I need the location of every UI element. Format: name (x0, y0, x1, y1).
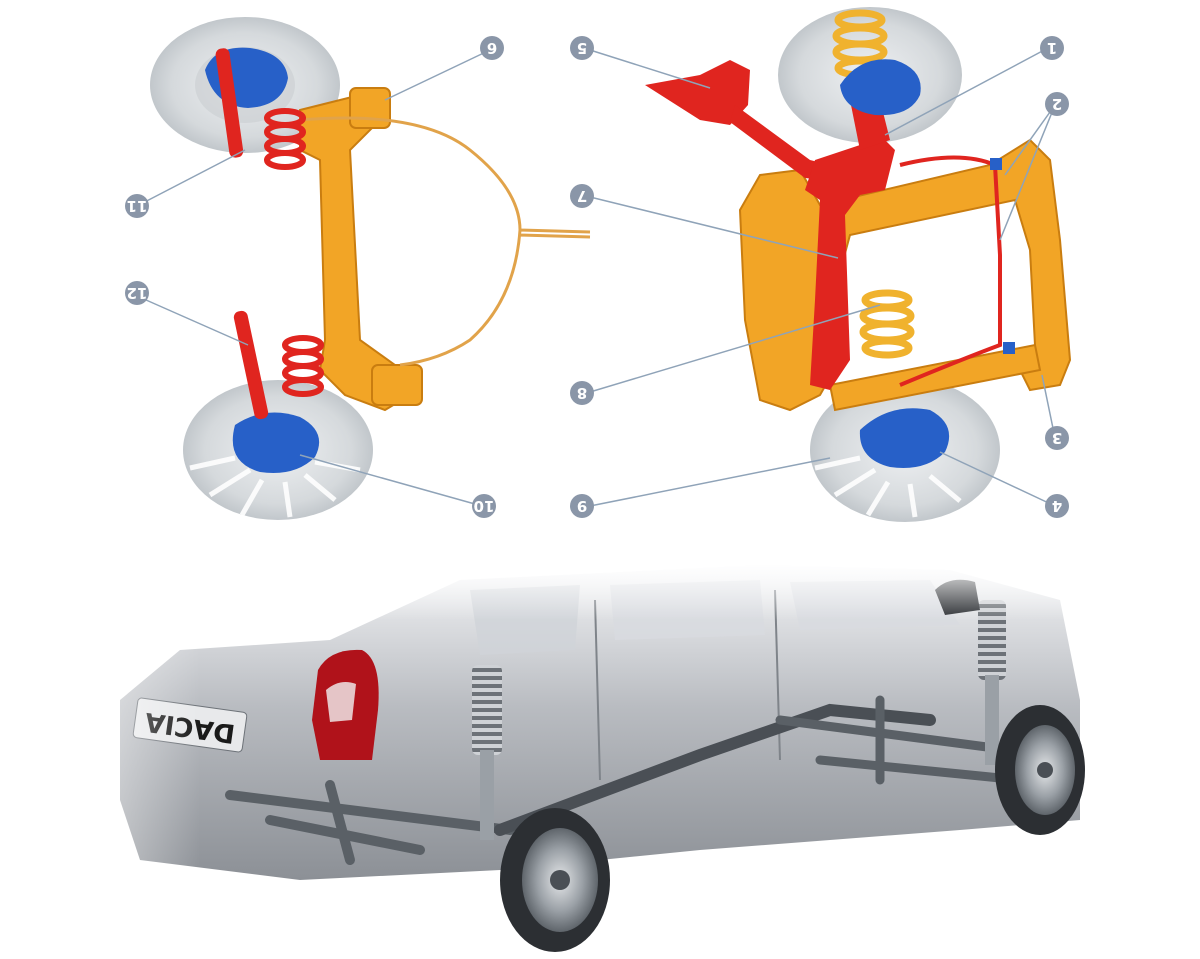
svg-text:12: 12 (127, 284, 148, 302)
callout-1: 1 (1040, 36, 1064, 60)
rear-axle-diagram: 6 11 12 10 (125, 17, 591, 520)
tail-light-reflector (326, 682, 356, 722)
svg-text:7: 7 (577, 187, 587, 205)
anti-roll-bar-clamp-upper (990, 158, 1002, 170)
front-subframe (738, 138, 1072, 412)
svg-text:2: 2 (1052, 95, 1062, 113)
callout-9: 9 (570, 494, 594, 518)
svg-text:6: 6 (487, 39, 497, 57)
car-body (120, 565, 1080, 880)
svg-text:3: 3 (1052, 429, 1062, 447)
svg-text:4: 4 (1052, 497, 1062, 515)
front-subframe-bars (775, 695, 1025, 785)
rear-upper-shock (215, 48, 244, 158)
front-axle-diagram: 5 1 2 7 8 3 9 4 (570, 7, 1072, 522)
callout-12: 12 (125, 281, 149, 305)
svg-text:10: 10 (474, 497, 495, 515)
callout-7: 7 (570, 184, 594, 208)
callout-3: 3 (1045, 426, 1069, 450)
rear-lower-spring (282, 335, 324, 397)
rear-leader-lines (136, 49, 491, 507)
rear-lower-shock (233, 310, 269, 420)
rear-strut (472, 665, 502, 840)
callout-4: 4 (1045, 494, 1069, 518)
rear-subframe (225, 780, 515, 865)
front-lower-hub (859, 408, 950, 468)
svg-text:11: 11 (127, 197, 148, 215)
front-leader-lines (589, 47, 1056, 507)
svg-text:1: 1 (1047, 39, 1057, 57)
anti-roll-bar (899, 155, 1002, 387)
callout-6: 6 (480, 36, 504, 60)
front-wheel-assembly (995, 705, 1085, 835)
rear-wheel-assembly (500, 808, 610, 952)
rear-mount-bracket-lower (371, 364, 423, 406)
svg-text:9: 9 (577, 497, 587, 515)
front-lower-spring (859, 289, 915, 359)
brake-cable (299, 116, 591, 367)
callout-5: 5 (570, 36, 594, 60)
front-upper-hub (840, 59, 921, 116)
callout-10: 10 (472, 494, 496, 518)
callout-2: 2 (1045, 92, 1069, 116)
rear-upper-spring (264, 108, 306, 170)
svg-text:8: 8 (577, 384, 587, 402)
svg-text:5: 5 (577, 39, 587, 57)
rear-lower-hub (232, 412, 320, 473)
callout-8: 8 (570, 381, 594, 405)
anti-roll-bar-clamp-lower (1003, 342, 1015, 354)
rear-mount-bracket-upper (349, 87, 391, 129)
car-cutaway-image: DACIA (0, 560, 1200, 959)
callout-11: 11 (125, 194, 149, 218)
